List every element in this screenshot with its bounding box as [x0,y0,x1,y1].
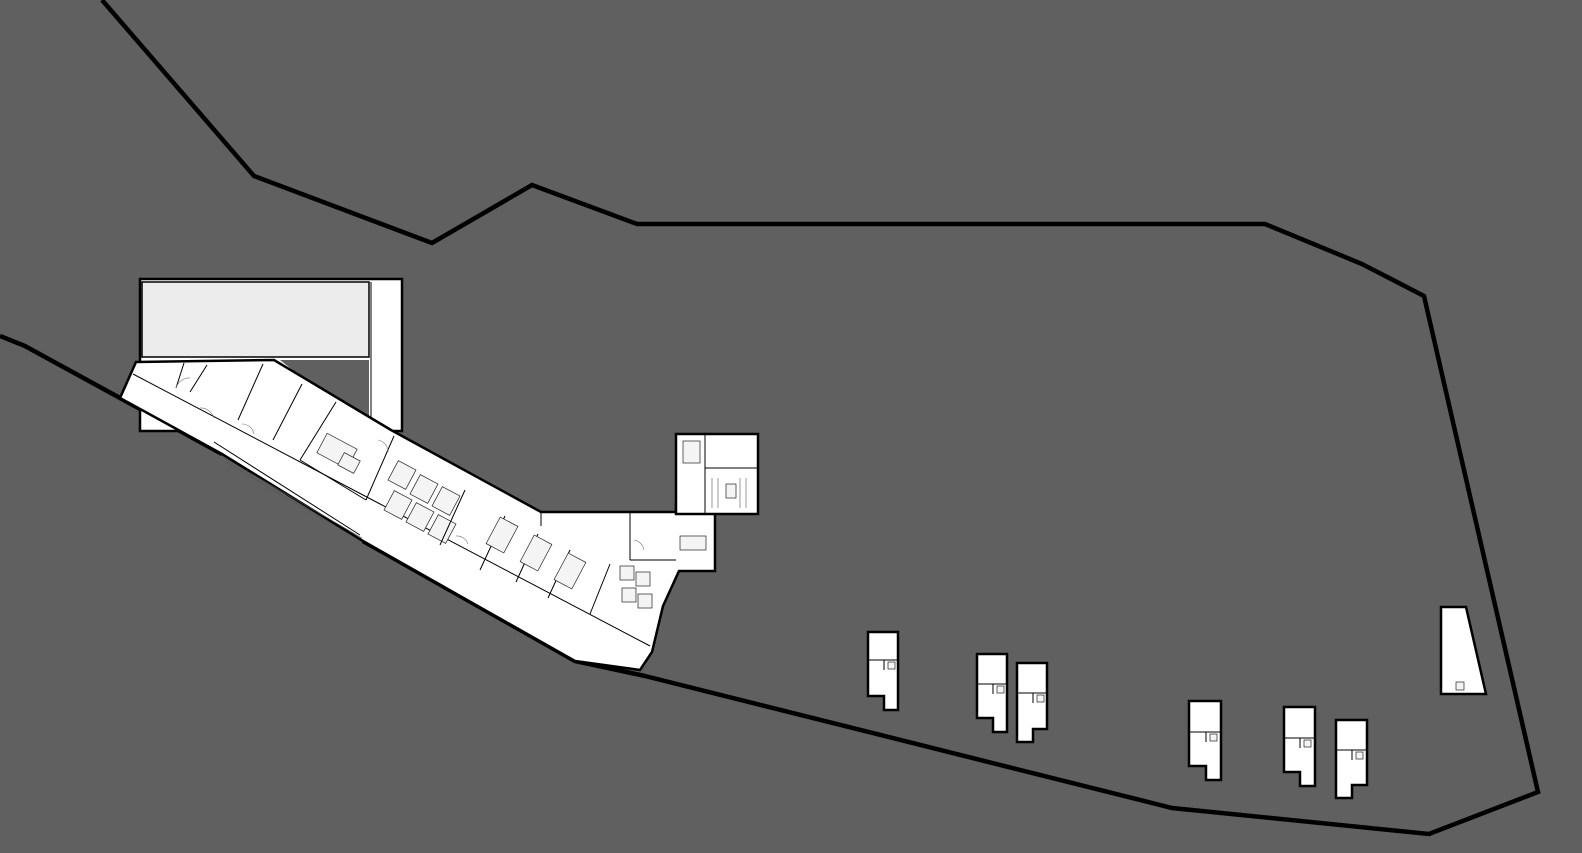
cabin-6 [1334,718,1369,800]
stair-tower [674,432,760,516]
cabin-3 [1015,661,1049,744]
cabin-5 [1282,705,1317,788]
site-boundary-north [100,0,1541,837]
main-building [118,358,717,672]
cabin-2 [975,652,1009,734]
cabin-1 [866,630,900,712]
cabin-4 [1187,699,1223,782]
pavilion [1439,605,1488,696]
